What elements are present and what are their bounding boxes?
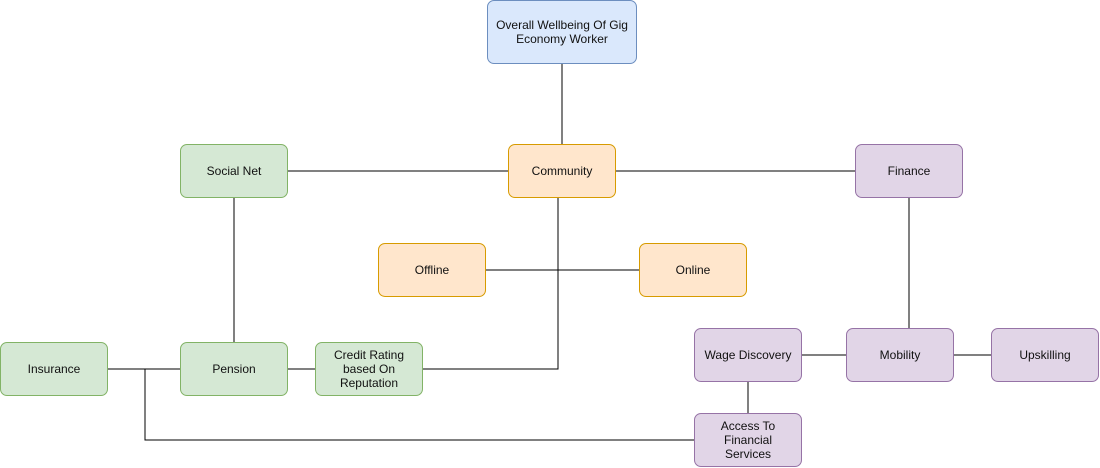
node-label: Pension — [212, 362, 256, 376]
node-label: Access To Financial Services — [720, 419, 776, 461]
node-mobility: Mobility — [846, 328, 954, 382]
node-label: Wage Discovery — [704, 348, 792, 362]
node-label: Mobility — [879, 348, 921, 362]
node-offline: Offline — [378, 243, 486, 297]
node-label: Credit Rating based On Reputation — [333, 348, 405, 390]
node-social-net: Social Net — [180, 144, 288, 198]
node-online: Online — [639, 243, 747, 297]
node-access-financial-services: Access To Financial Services — [694, 413, 802, 467]
node-pension: Pension — [180, 342, 288, 396]
node-upskilling: Upskilling — [991, 328, 1099, 382]
connector-community-credit — [423, 198, 559, 370]
node-wage-discovery: Wage Discovery — [694, 328, 802, 382]
node-credit-rating: Credit Rating based On Reputation — [315, 342, 423, 396]
node-label: Online — [675, 263, 711, 277]
connector-insurance-access — [144, 369, 694, 441]
node-label: Community — [531, 164, 593, 178]
node-label: Upskilling — [1019, 348, 1071, 362]
node-overall-wellbeing: Overall Wellbeing Of Gig Economy Worker — [487, 0, 637, 64]
node-finance: Finance — [855, 144, 963, 198]
node-insurance: Insurance — [0, 342, 108, 396]
node-label: Insurance — [27, 362, 81, 376]
node-community: Community — [508, 144, 616, 198]
node-label: Offline — [414, 263, 450, 277]
node-label: Social Net — [206, 164, 262, 178]
node-label: Overall Wellbeing Of Gig Economy Worker — [496, 18, 628, 46]
node-label: Finance — [887, 164, 931, 178]
